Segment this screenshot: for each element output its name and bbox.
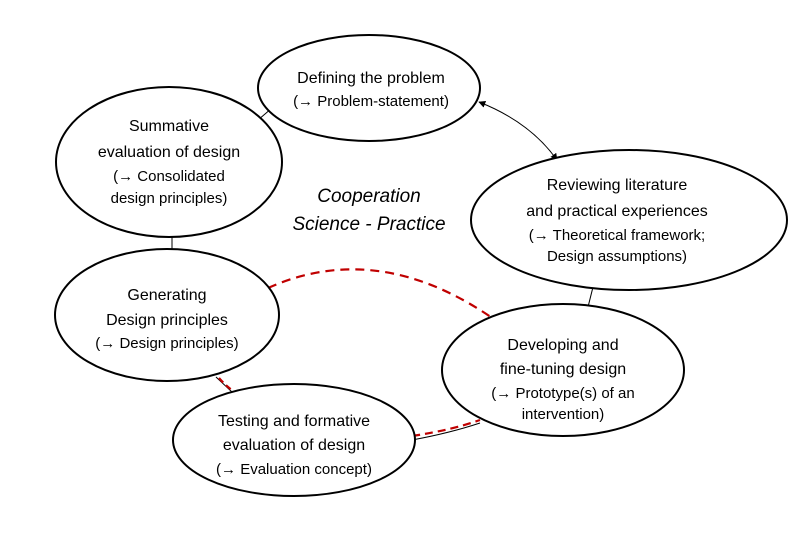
node-summative-evaluation <box>55 86 283 238</box>
testing-evaluation-title-2: evaluation of design <box>223 437 365 454</box>
reviewing-literature-title-1: Reviewing literature <box>547 177 688 194</box>
defining-problem-title: Defining the problem <box>297 70 445 87</box>
node-reviewing-literature <box>470 149 788 291</box>
center-label-line-2: Science - Practice <box>292 214 445 235</box>
center-label-line-1: Cooperation <box>317 186 421 207</box>
node-developing-design <box>441 303 685 437</box>
node-defining-problem <box>257 34 481 142</box>
generating-principles-title-1: Generating <box>127 287 206 304</box>
summative-evaluation-title-1: Summative <box>129 118 209 135</box>
summative-evaluation-output-1: (→ Consolidated <box>113 168 225 185</box>
generating-principles-output: (→ Design principles) <box>95 335 238 352</box>
developing-design-output-1: (→ Prototype(s) of an <box>491 385 634 402</box>
dashed-link-generating-to-developing <box>267 268 499 323</box>
testing-evaluation-output: (→ Evaluation concept) <box>216 461 372 478</box>
node-generating-principles <box>54 248 280 382</box>
arrow-defining-reviewing <box>478 101 558 161</box>
connector-generating-to-testing <box>215 376 233 393</box>
reviewing-literature-title-2: and practical experiences <box>526 203 707 220</box>
developing-design-output-2: intervention) <box>522 406 605 423</box>
testing-evaluation-title-1: Testing and formative <box>218 413 370 430</box>
dashed-link-generating-to-testing <box>218 377 233 391</box>
dashed-link-testing-to-developing <box>411 418 481 438</box>
connector-testing-to-developing <box>411 422 481 441</box>
reviewing-literature-output-1: (→ Theoretical framework; <box>529 227 705 244</box>
generating-principles-title-2: Design principles <box>106 312 228 329</box>
node-testing-evaluation <box>172 383 416 497</box>
developing-design-title-1: Developing and <box>507 337 618 354</box>
developing-design-title-2: fine-tuning design <box>500 361 626 378</box>
reviewing-literature-output-2: Design assumptions) <box>547 248 687 265</box>
summative-evaluation-output-2: design principles) <box>111 190 228 207</box>
summative-evaluation-title-2: evaluation of design <box>98 144 240 161</box>
defining-problem-output: (→ Problem-statement) <box>293 93 449 110</box>
